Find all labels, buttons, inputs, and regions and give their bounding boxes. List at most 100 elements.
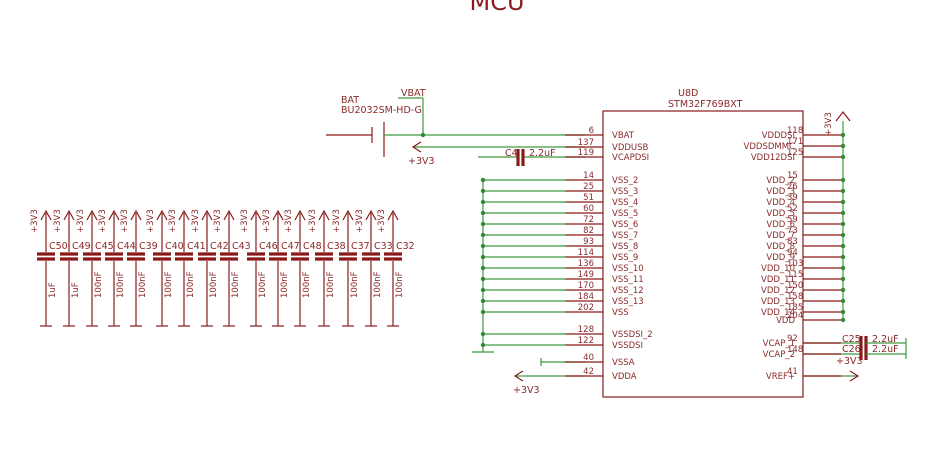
vdd-bus-arrow	[835, 111, 851, 122]
junction-dot	[840, 221, 846, 227]
cap-power-label: +3V3	[76, 209, 86, 233]
left-pin-name: VSS_11	[612, 275, 644, 285]
right-pin-number: 15	[787, 171, 798, 181]
cap-value: 100nF	[280, 271, 290, 298]
left-pin-name: VSS_4	[612, 198, 638, 208]
right-pin-number: 125	[787, 148, 803, 158]
left-pin-name: VSS	[612, 308, 629, 318]
left-pin-name: VSSDSI_2	[612, 330, 653, 340]
right-pin-name: VDDSDMMC	[744, 142, 796, 152]
cap-power-label: +3V3	[30, 209, 40, 233]
cap-ref: C50	[49, 241, 68, 252]
left-pin-name: VDDA	[612, 372, 637, 382]
left-pin-number: 170	[578, 281, 594, 291]
ic-ref: U8D	[678, 88, 698, 99]
power-arrow-icon	[342, 209, 354, 221]
cap-value: 1uF	[71, 282, 81, 298]
right-pin-number: 185	[787, 303, 803, 313]
junction-dot	[480, 210, 486, 216]
power-arrow-icon	[250, 209, 262, 221]
junction-dot	[840, 132, 846, 138]
cap-power-label: +3V3	[262, 209, 272, 233]
power-arrow-icon	[108, 209, 120, 221]
junction-dot	[480, 298, 486, 304]
left-pin-number: 149	[578, 270, 594, 280]
c26-value: 2.2uF	[872, 344, 899, 355]
power-arrow-icon	[318, 209, 330, 221]
vbat-net-label: VBAT	[401, 88, 426, 99]
cap-ref: C38	[327, 241, 346, 252]
left-pin-name: VSS_5	[612, 209, 638, 219]
c25-ref: C25	[842, 334, 861, 345]
junction-dot	[840, 232, 846, 238]
cap-ref: C37	[351, 241, 370, 252]
left-pin-name: VSS_12	[612, 286, 644, 296]
cap-power-label: +3V3	[146, 209, 156, 233]
junction-dot	[480, 232, 486, 238]
junction-dot	[840, 210, 846, 216]
cap-power-label: +3V3	[377, 209, 387, 233]
left-pin-name: VSS_13	[612, 297, 644, 307]
cap-power-label: +3V3	[308, 209, 318, 233]
right-pin-name: VDD_2	[766, 176, 795, 186]
junction-dot	[840, 199, 846, 205]
right-pin-name: VDD12DSI	[751, 153, 795, 163]
power-arrow-icon	[223, 209, 235, 221]
left-pin-number: 184	[578, 292, 594, 302]
cap-power-label: +3V3	[98, 209, 108, 233]
right-pin-number: 103	[787, 259, 803, 269]
left-pin-name: VSSA	[612, 358, 635, 368]
junction-dot	[840, 309, 846, 315]
left-pin-name: VSS_10	[612, 264, 644, 274]
left-pin-number: 136	[578, 259, 594, 269]
left-pin-number: 128	[578, 325, 594, 335]
cap-value: 100nF	[209, 271, 219, 298]
right-pin-name: VDD_8	[766, 242, 795, 252]
junction-dot	[480, 276, 486, 282]
cap-power-label: +3V3	[191, 209, 201, 233]
left-pin-number: 202	[578, 303, 594, 313]
left-pin-number: 40	[583, 353, 594, 363]
right-pin-number: 59	[787, 215, 798, 225]
junction-dot	[480, 309, 486, 315]
power-arrow-icon	[130, 209, 142, 221]
right-pin-name: VDD_10	[761, 264, 795, 274]
junction-dot	[480, 287, 486, 293]
left-pin-number: 137	[578, 138, 594, 148]
left-pin-number: 6	[589, 126, 594, 136]
left-pin-name: VDDUSB	[612, 143, 649, 153]
right-pin-name: VCAP_2	[763, 350, 795, 360]
cap-ref: C46	[259, 241, 278, 252]
junction-dot	[840, 143, 846, 149]
left-pin-number: 82	[583, 226, 594, 236]
cap-power-label: +3V3	[240, 209, 250, 233]
left-pin-number: 114	[578, 248, 594, 258]
vdda-power-label: +3V3	[513, 385, 540, 396]
cap-ref: C33	[374, 241, 393, 252]
vref-power-label: +3V3	[836, 356, 863, 367]
cap-ref: C40	[165, 241, 184, 252]
vdd-bus-power-label: +3V3	[824, 112, 834, 136]
right-pin-name: VREF+	[766, 372, 795, 382]
cap-ref: C45	[95, 241, 114, 252]
right-pin-number: 52	[787, 204, 798, 214]
right-pin-group: 118VDDDSI171VDDSDMMC125VDD12DSI15VDD_226…	[744, 126, 846, 382]
cap-ref: C42	[210, 241, 229, 252]
left-pin-number: 25	[583, 182, 594, 192]
cap-value: 100nF	[231, 271, 241, 298]
right-pin-number: 150	[787, 281, 803, 291]
left-pin-number: 119	[578, 148, 594, 158]
cap-power-label: +3V3	[53, 209, 63, 233]
cap-value: 100nF	[138, 271, 148, 298]
left-pin-number: 14	[583, 171, 594, 181]
junction-dot	[840, 265, 846, 271]
junction-dot	[840, 276, 846, 282]
left-pin-number: 51	[583, 193, 594, 203]
left-pin-name: VSS_8	[612, 242, 638, 252]
left-pin-name: VCAPDSI	[612, 153, 649, 163]
right-pin-number: 92	[787, 334, 798, 344]
left-pin-number: 60	[583, 204, 594, 214]
power-arrow-icon	[86, 209, 98, 221]
